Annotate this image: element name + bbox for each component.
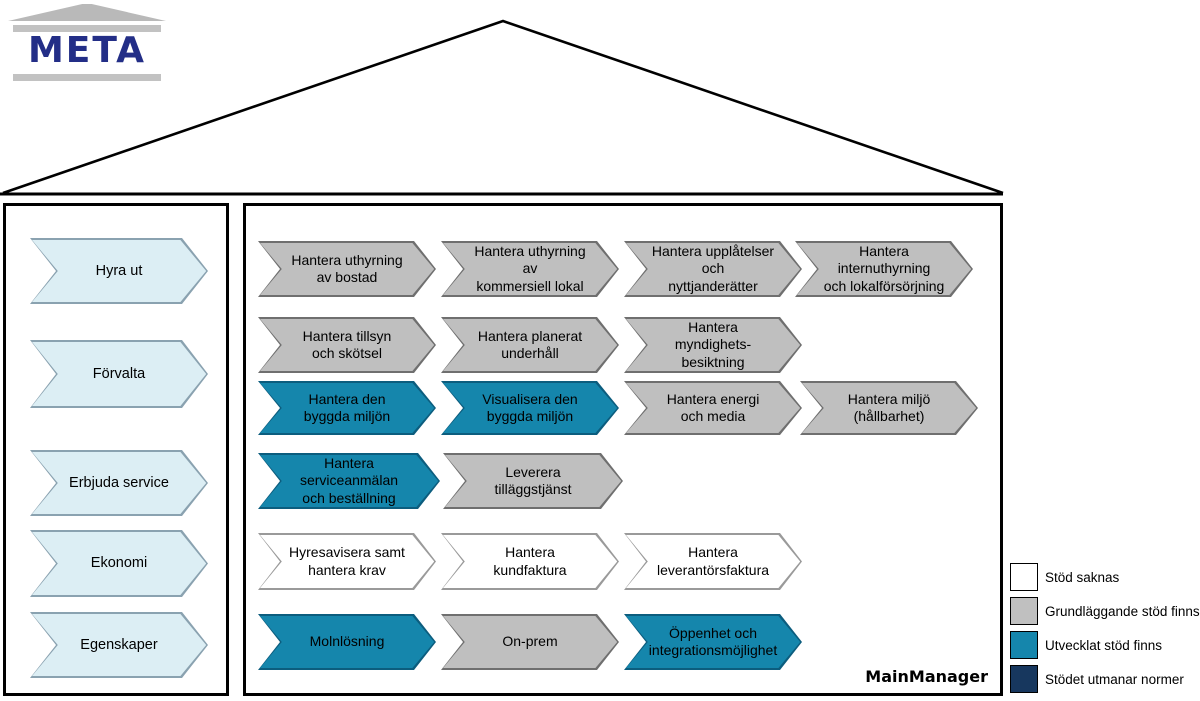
process-arrow-label: Hantera den byggda miljön: [260, 383, 434, 433]
process-arrow-label: Hyresavisera samt hantera krav: [260, 535, 434, 588]
category-arrow-label: Förvalta: [32, 342, 206, 406]
legend-swatch-utmanar-normer: [1010, 665, 1038, 693]
category-arrow-label: Hyra ut: [32, 240, 206, 302]
legend-item-stod-saknas: Stöd saknas: [1010, 563, 1200, 591]
process-arrow-uthyrning-bostad: Hantera uthyrning av bostad: [258, 241, 436, 297]
process-arrow-planerat-underhall: Hantera planerat underhåll: [441, 317, 619, 373]
process-arrow-molnlosning: Molnlösning: [258, 614, 436, 670]
legend-label: Stödet utmanar normer: [1045, 671, 1184, 687]
process-arrow-label: Hantera planerat underhåll: [443, 319, 617, 371]
meta-logo-roof-icon: [8, 4, 166, 21]
meta-logo-text: META: [27, 30, 147, 71]
meta-logo-bar: [13, 25, 161, 32]
process-arrow-kundfaktura: Hantera kundfaktura: [441, 533, 619, 590]
process-arrow-serviceanmalan: Hantera serviceanmälan och beställning: [258, 453, 440, 509]
process-arrow-visualisera-byggda-miljon: Visualisera den byggda miljön: [441, 381, 619, 435]
category-arrow-label: Ekonomi: [32, 532, 206, 595]
process-arrow-hyresavisera: Hyresavisera samt hantera krav: [258, 533, 436, 590]
category-arrow-erbjuda-service: Erbjuda service: [30, 450, 208, 516]
process-arrow-myndighetsbesiktning: Hantera myndighets- besiktning: [624, 317, 802, 373]
process-arrow-label: Hantera tillsyn och skötsel: [260, 319, 434, 371]
process-arrow-leverantorsfaktura: Hantera leverantörsfaktura: [624, 533, 802, 590]
process-arrow-oppenhet-integration: Öppenhet och integrationsmöjlighet: [624, 614, 802, 670]
process-arrow-label: Hantera internuthyrning och lokalförsörj…: [797, 243, 971, 295]
process-arrow-energi-media: Hantera energi och media: [624, 381, 802, 435]
legend-item-utvecklat: Utvecklat stöd finns: [1010, 631, 1200, 659]
legend-swatch-grundlaggande: [1010, 597, 1038, 625]
process-arrow-label: Öppenhet och integrationsmöjlighet: [626, 616, 800, 668]
meta-logo-bar: [13, 74, 161, 81]
process-arrow-label: Hantera serviceanmälan och beställning: [260, 455, 438, 507]
process-arrow-internuthyrning: Hantera internuthyrning och lokalförsörj…: [795, 241, 973, 297]
process-arrow-tillsyn: Hantera tillsyn och skötsel: [258, 317, 436, 373]
process-arrow-label: Hantera kundfaktura: [443, 535, 617, 588]
process-arrow-uthyrning-kommersiell: Hantera uthyrning av kommersiell lokal: [441, 241, 619, 297]
process-arrow-upplatelser: Hantera upplåtelser och nyttjanderätter: [624, 241, 802, 297]
category-arrow-ekonomi: Ekonomi: [30, 530, 208, 597]
process-arrow-label: Visualisera den byggda miljön: [443, 383, 617, 433]
process-arrow-on-prem: On-prem: [441, 614, 619, 670]
process-arrow-tillaggstjanst: Leverera tilläggstjänst: [443, 453, 623, 509]
legend-item-utmanar-normer: Stödet utmanar normer: [1010, 665, 1200, 693]
process-arrow-miljo-hallbarhet: Hantera miljö (hållbarhet): [800, 381, 978, 435]
category-arrow-label: Erbjuda service: [32, 452, 206, 514]
legend-label: Stöd saknas: [1045, 569, 1120, 585]
legend: Stöd saknas Grundläggande stöd finns Utv…: [1010, 563, 1200, 699]
process-arrow-label: On-prem: [443, 616, 617, 668]
category-arrow-egenskaper: Egenskaper: [30, 612, 208, 678]
process-arrow-label: Leverera tilläggstjänst: [445, 455, 621, 507]
legend-item-grundlaggande: Grundläggande stöd finns: [1010, 597, 1200, 625]
meta-logo: META: [8, 4, 166, 82]
legend-label: Utvecklat stöd finns: [1045, 637, 1163, 653]
process-arrow-label: Hantera myndighets- besiktning: [626, 319, 800, 371]
process-arrow-hantera-byggda-miljon: Hantera den byggda miljön: [258, 381, 436, 435]
legend-swatch-stod-saknas: [1010, 563, 1038, 591]
process-arrow-label: Hantera uthyrning av bostad: [260, 243, 434, 295]
process-arrow-label: Molnlösning: [260, 616, 434, 668]
legend-swatch-utvecklat: [1010, 631, 1038, 659]
process-arrow-label: Hantera miljö (hållbarhet): [802, 383, 976, 433]
category-arrow-hyra-ut: Hyra ut: [30, 238, 208, 304]
category-arrow-forvalta: Förvalta: [30, 340, 208, 408]
category-arrow-label: Egenskaper: [32, 614, 206, 676]
legend-label: Grundläggande stöd finns: [1045, 603, 1200, 619]
process-arrow-label: Hantera energi och media: [626, 383, 800, 433]
brand-text: MainManager: [865, 667, 988, 686]
process-arrow-label: Hantera uthyrning av kommersiell lokal: [443, 243, 617, 295]
process-arrow-label: Hantera leverantörsfaktura: [626, 535, 800, 588]
process-arrow-label: Hantera upplåtelser och nyttjanderätter: [626, 243, 800, 295]
